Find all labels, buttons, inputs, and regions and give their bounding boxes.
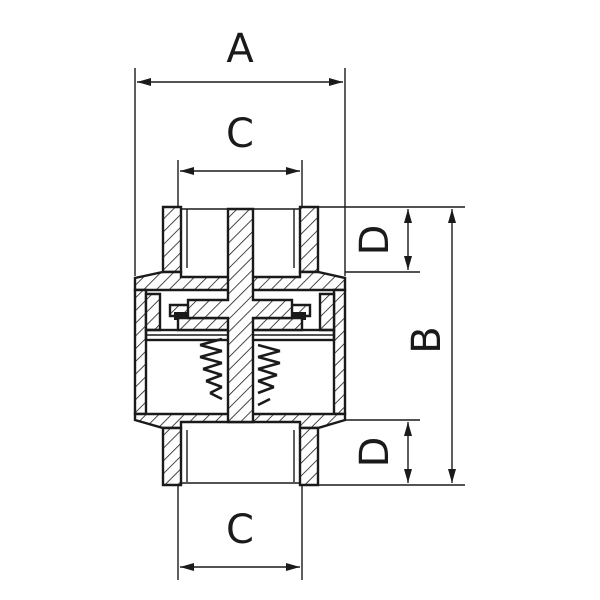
dimension-b: B bbox=[404, 209, 456, 483]
dimension-a: A bbox=[134, 26, 346, 276]
dimension-c-bottom: C bbox=[177, 485, 303, 580]
bottom-nut-left-wall bbox=[161, 426, 183, 487]
cage-left bbox=[144, 292, 162, 332]
top-nut-left-wall bbox=[161, 205, 183, 274]
gasket-right bbox=[284, 312, 306, 320]
gasket-left bbox=[174, 312, 196, 320]
dim-c-bottom-label: C bbox=[226, 507, 254, 553]
barrel-right-wall bbox=[332, 288, 347, 416]
spring bbox=[199, 337, 281, 407]
top-nut-right-wall bbox=[298, 205, 320, 274]
cage-right bbox=[318, 292, 336, 332]
dimension-c-top: C bbox=[177, 111, 303, 207]
valve-stem bbox=[186, 207, 294, 424]
bottom-nut-right-wall bbox=[298, 426, 320, 487]
valve-body bbox=[133, 205, 347, 487]
dimension-d-bottom: D bbox=[352, 422, 412, 483]
dim-b-label: B bbox=[404, 326, 450, 353]
dimension-d-top: D bbox=[352, 209, 412, 270]
barrel-left-wall bbox=[133, 288, 148, 416]
dim-a-label: A bbox=[226, 26, 254, 72]
dim-c-top-label: C bbox=[226, 111, 254, 157]
dim-d-top-label: D bbox=[352, 225, 398, 256]
dim-d-bottom-label: D bbox=[352, 437, 398, 468]
